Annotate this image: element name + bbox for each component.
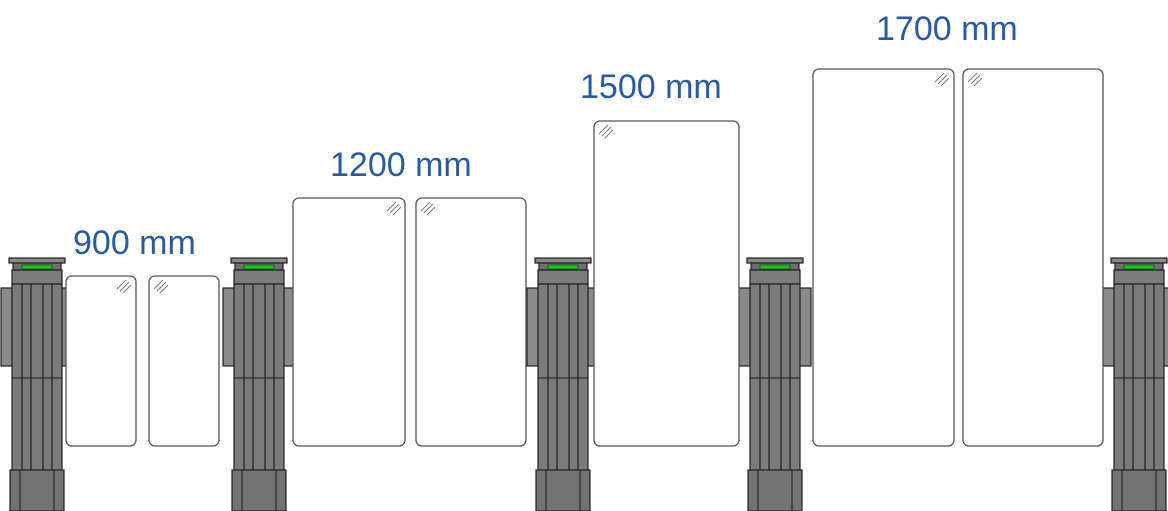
gate-post-3: [526, 257, 600, 511]
gate-post-5: [1102, 257, 1168, 511]
panel-1700-left: [812, 68, 955, 447]
width-label-1500: 1500 mm: [580, 68, 722, 106]
gate-post-1: [0, 257, 74, 511]
panel-900-left: [65, 275, 137, 447]
width-label-1200: 1200 mm: [330, 146, 472, 184]
width-label-1700: 1700 mm: [876, 10, 1018, 48]
panel-1500: [593, 120, 740, 447]
panel-1700-right: [962, 68, 1104, 447]
gate-post-2: [222, 257, 296, 511]
panel-1200-right: [415, 197, 527, 447]
panel-900-right: [148, 275, 220, 447]
gate-post-4: [738, 257, 812, 511]
width-label-900: 900 mm: [73, 224, 196, 262]
panel-1200-left: [292, 197, 406, 447]
